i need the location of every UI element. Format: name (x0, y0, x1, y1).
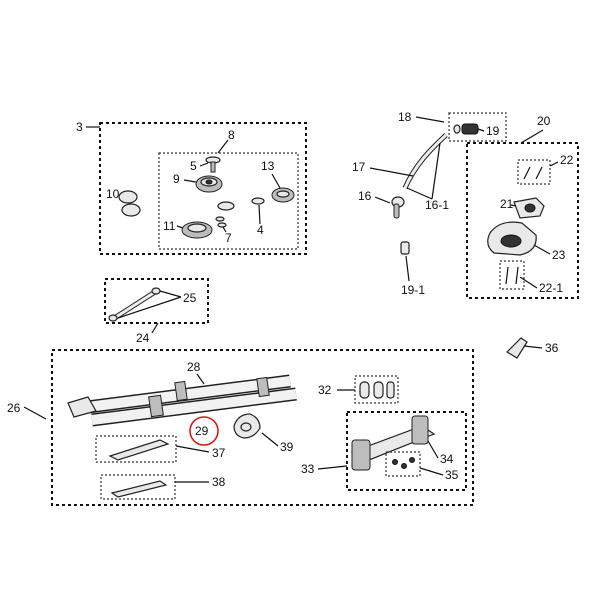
group-3-box (99, 122, 307, 255)
part-11-race (181, 221, 213, 239)
part-21-clamp (513, 197, 545, 219)
group-37-box (95, 435, 177, 463)
callout-19-1: 19-1 (401, 283, 425, 297)
part-10-caps (118, 190, 141, 217)
part-7-clip (215, 216, 227, 228)
part-19-1-bushing (400, 241, 410, 255)
part-23-housing (487, 221, 537, 256)
part-38-slider (110, 480, 168, 498)
part-37-slider (108, 439, 170, 461)
group-35-box (385, 451, 421, 477)
part-25-rod (108, 287, 161, 322)
group-26-box (51, 349, 474, 506)
group-32-box (354, 375, 399, 404)
part-35-bolts (392, 457, 415, 469)
part-22-screws (523, 166, 543, 180)
callout-3: 3 (76, 120, 83, 134)
callout-19: 19 (486, 124, 500, 138)
group-33-box (346, 411, 467, 491)
part-9-bearing (195, 175, 223, 193)
callout-10: 10 (106, 187, 120, 201)
part-39-clamp (233, 413, 261, 439)
group-22-1-box (499, 260, 525, 290)
part-34-triple-clamp (350, 415, 436, 471)
callout-35: 35 (445, 468, 459, 482)
part-13-seal (271, 187, 295, 203)
callout-25: 25 (183, 291, 197, 305)
part-32-clips (359, 381, 395, 399)
callout-17: 17 (352, 160, 366, 174)
group-20-box (466, 142, 579, 299)
callout-16-1: 16-1 (425, 198, 449, 212)
callout-29: 29 (195, 424, 209, 438)
group-24-box (104, 278, 209, 324)
callout-33: 33 (301, 462, 315, 476)
callout-9: 9 (173, 172, 180, 186)
callout-13: 13 (261, 159, 275, 173)
part-16-1-cable (402, 133, 448, 190)
callout-32: 32 (318, 383, 332, 397)
part-36-bracket (506, 337, 528, 359)
callout-4: 4 (257, 223, 264, 237)
callout-18: 18 (398, 110, 412, 124)
callout-11: 11 (163, 219, 176, 233)
part-22-1-screws (505, 266, 519, 285)
callout-34: 34 (440, 452, 454, 466)
group-38-box (100, 474, 176, 500)
callout-20: 20 (537, 114, 551, 128)
group-19-box (448, 112, 507, 142)
callout-5: 5 (190, 159, 197, 173)
part-19-grip (453, 123, 479, 135)
callout-8: 8 (228, 128, 235, 142)
callout-22: 22 (560, 153, 574, 167)
callout-22-1: 22-1 (539, 281, 563, 295)
part-16-lever (391, 196, 405, 219)
callout-39: 39 (280, 440, 294, 454)
callout-7: 7 (225, 231, 232, 245)
callout-37: 37 (212, 446, 226, 460)
group-8-box (158, 152, 299, 250)
callout-38: 38 (212, 475, 226, 489)
callout-23: 23 (552, 248, 566, 262)
highlight-circle-29[interactable] (189, 416, 219, 446)
callout-24: 24 (136, 331, 150, 345)
callout-28: 28 (187, 360, 201, 374)
part-28-fork-tubes (67, 374, 297, 427)
callout-16: 16 (358, 189, 372, 203)
callout-36: 36 (545, 341, 559, 355)
part-5-screw (205, 156, 221, 173)
part-washer (217, 197, 265, 211)
group-22-box (517, 159, 551, 185)
callout-21: 21 (500, 197, 514, 211)
callout-26: 26 (7, 401, 21, 415)
